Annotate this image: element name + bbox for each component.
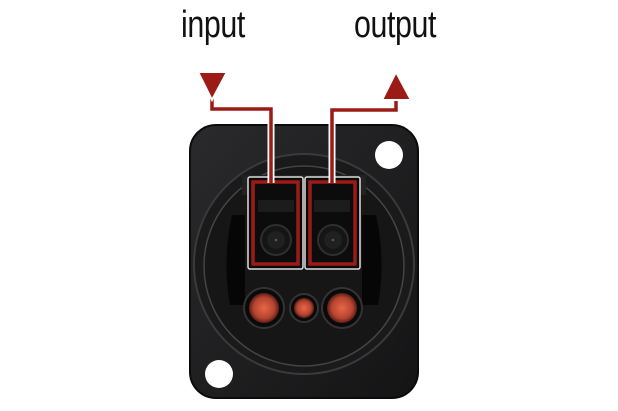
contact-center xyxy=(294,298,314,318)
output-label: output xyxy=(353,4,437,46)
electrical-contacts xyxy=(243,287,363,329)
input-arrow-down-icon xyxy=(196,71,229,103)
right-key-slot xyxy=(362,215,382,305)
fiber-port-output xyxy=(304,176,361,270)
output-arrow-up-icon xyxy=(380,69,413,101)
mounting-hole-bottom-left xyxy=(205,360,233,388)
input-label: input xyxy=(181,4,245,46)
mounting-plate xyxy=(189,124,419,399)
contact-left xyxy=(249,293,279,323)
contact-right xyxy=(327,293,357,323)
fiber-port-input xyxy=(247,176,304,270)
mounting-hole-top-right xyxy=(375,141,403,169)
left-key-slot xyxy=(226,215,245,305)
